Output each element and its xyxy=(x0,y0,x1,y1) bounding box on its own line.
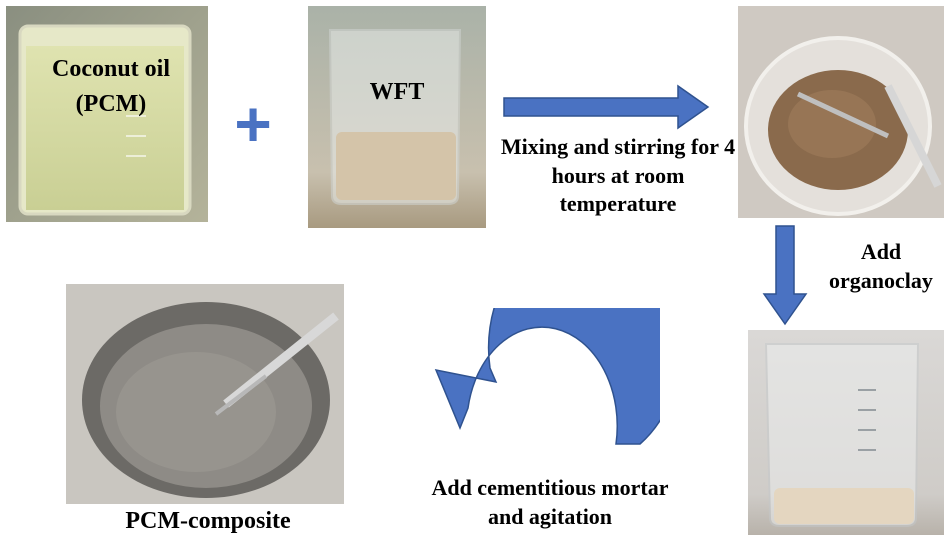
wft-beaker-photo xyxy=(308,6,486,228)
add-mortar-label: Add cementitious mortar and agitation xyxy=(431,475,669,529)
right-arrow-icon xyxy=(503,84,710,130)
plus-icon: + xyxy=(234,88,272,160)
coconut-oil-label: Coconut oil (PCM) xyxy=(51,56,170,117)
pcm-composite-photo xyxy=(66,284,344,504)
curved-arrow-icon xyxy=(434,308,660,445)
wft-label: WFT xyxy=(369,79,425,105)
pcm-composite-label: PCM-composite xyxy=(125,508,291,534)
coconut-oil-beaker-photo xyxy=(6,6,208,222)
mixed-material-bowl-photo xyxy=(738,6,944,218)
mixing-step-label: Mixing and stirring for 4 hours at room … xyxy=(500,134,736,217)
organoclay-beaker-photo xyxy=(748,330,944,535)
down-arrow-icon xyxy=(762,225,808,326)
add-organoclay-label: Add organoclay xyxy=(829,239,933,293)
